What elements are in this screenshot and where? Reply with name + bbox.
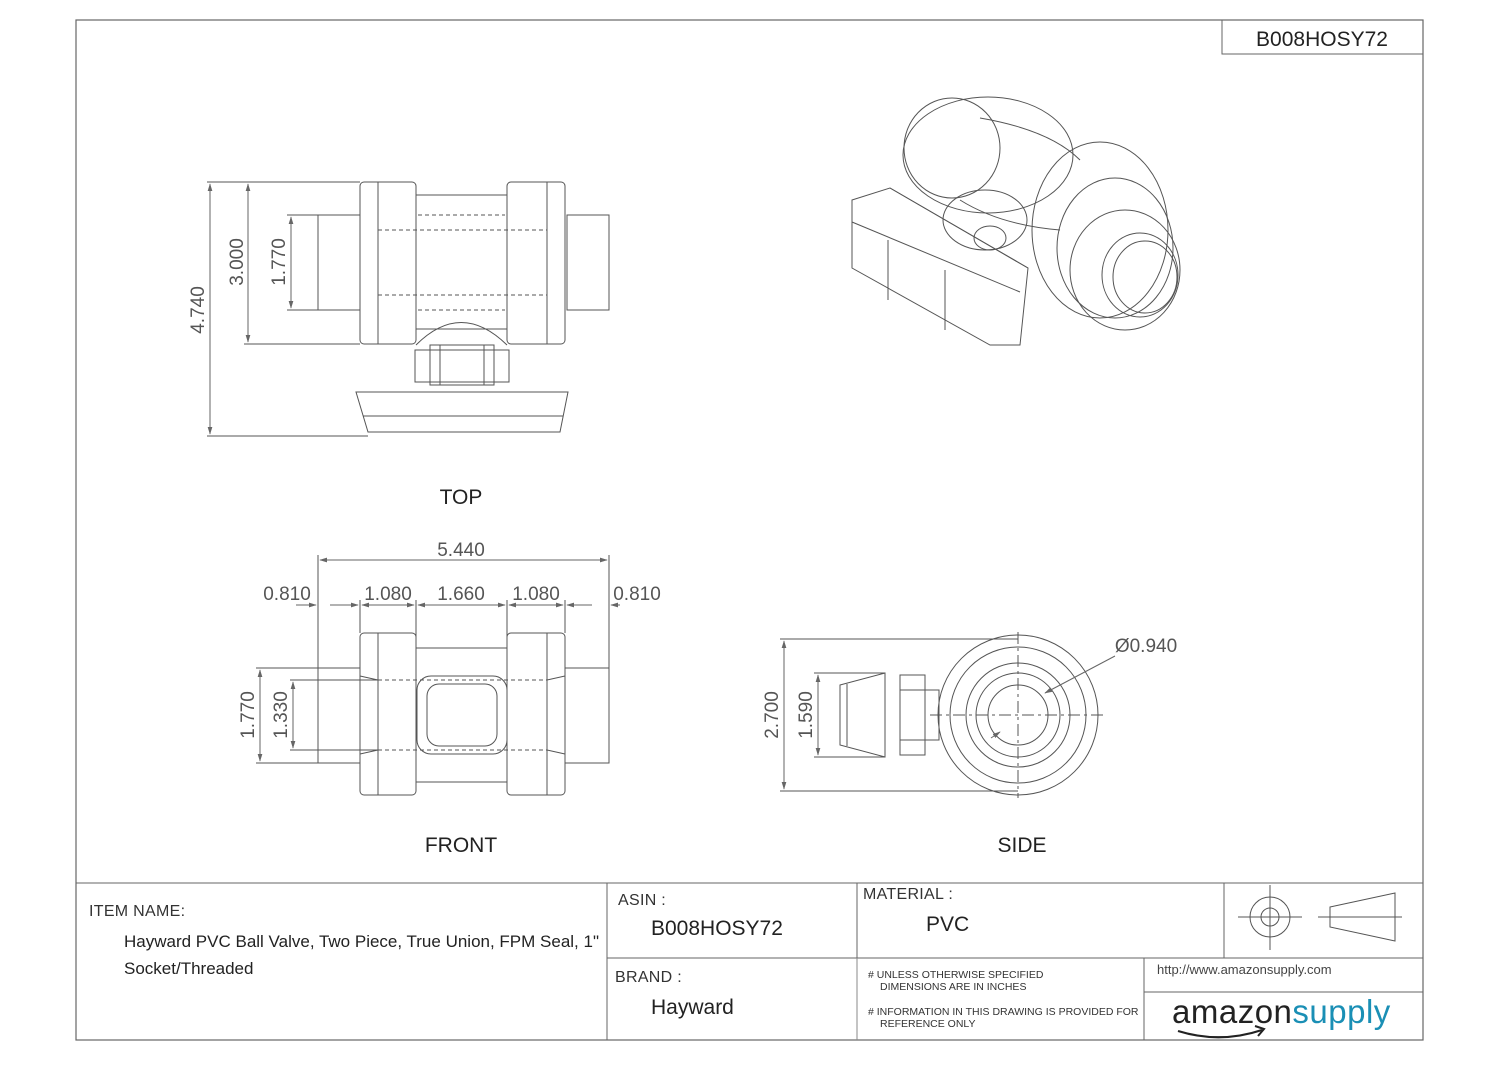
material-label: MATERIAL : [863,886,954,903]
note-reference-line1: # INFORMATION IN THIS DRAWING IS PROVIDE… [868,1006,1139,1018]
dim-side-handle: 1.590 [796,691,817,739]
dim-side-diameter: Ø0.940 [1115,636,1177,657]
dim-top-socket: 1.770 [269,238,290,286]
dim-front-bore: 1.330 [271,691,292,739]
dim-top-body: 3.000 [227,238,248,286]
front-view [256,555,610,796]
item-name-label: ITEM NAME: [89,903,186,920]
view-label-side: SIDE [997,834,1046,857]
logo-supply-text: supply [1292,993,1391,1030]
isometric-view [851,96,1181,346]
top-view-dimensions [207,183,294,435]
logo-amazon-text: amazon [1172,993,1293,1030]
view-label-front: FRONT [425,834,497,857]
brand-label: BRAND : [615,969,682,986]
item-name-line1: Hayward PVC Ball Valve, Two Piece, True … [124,932,599,951]
sheet-border [75,19,1424,1041]
asin-corner-text: B008HOSY72 [1256,28,1388,51]
dim-front-seg-5: 0.810 [613,584,661,605]
dim-front-seg-3: 1.660 [437,584,485,605]
front-view-dimensions [257,557,620,762]
note-units-line2: DIMENSIONS ARE IN INCHES [880,981,1027,993]
top-view [207,181,610,437]
dim-front-length: 5.440 [437,540,485,561]
side-view [780,632,1105,798]
item-name-line2: Socket/Threaded [124,959,254,978]
amazonsupply-link[interactable]: http://www.amazonsupply.com [1157,962,1332,977]
asin-corner-box: B008HOSY72 [1221,20,1423,55]
amazonsupply-logo: amazonsupply [1172,993,1391,1031]
title-block-grid [76,882,1423,1040]
side-view-dimensions [781,640,1116,790]
dim-top-overall: 4.740 [188,286,209,334]
amazon-smile-icon [1177,1028,1263,1039]
brand-value: Hayward [651,996,734,1019]
note-reference-line2: REFERENCE ONLY [880,1018,976,1030]
dim-front-height: 1.770 [238,691,259,739]
material-value: PVC [926,913,970,936]
dim-front-seg-1: 0.810 [263,584,311,605]
asin-value: B008HOSY72 [651,917,783,940]
note-units-line1: # UNLESS OTHERWISE SPECIFIED [868,969,1044,981]
dim-side-height: 2.700 [762,691,783,739]
projection-symbol-icon [1238,885,1402,950]
view-label-top: TOP [440,486,483,509]
dim-front-seg-2: 1.080 [364,584,412,605]
asin-label: ASIN : [618,892,667,909]
dim-front-seg-4: 1.080 [512,584,560,605]
